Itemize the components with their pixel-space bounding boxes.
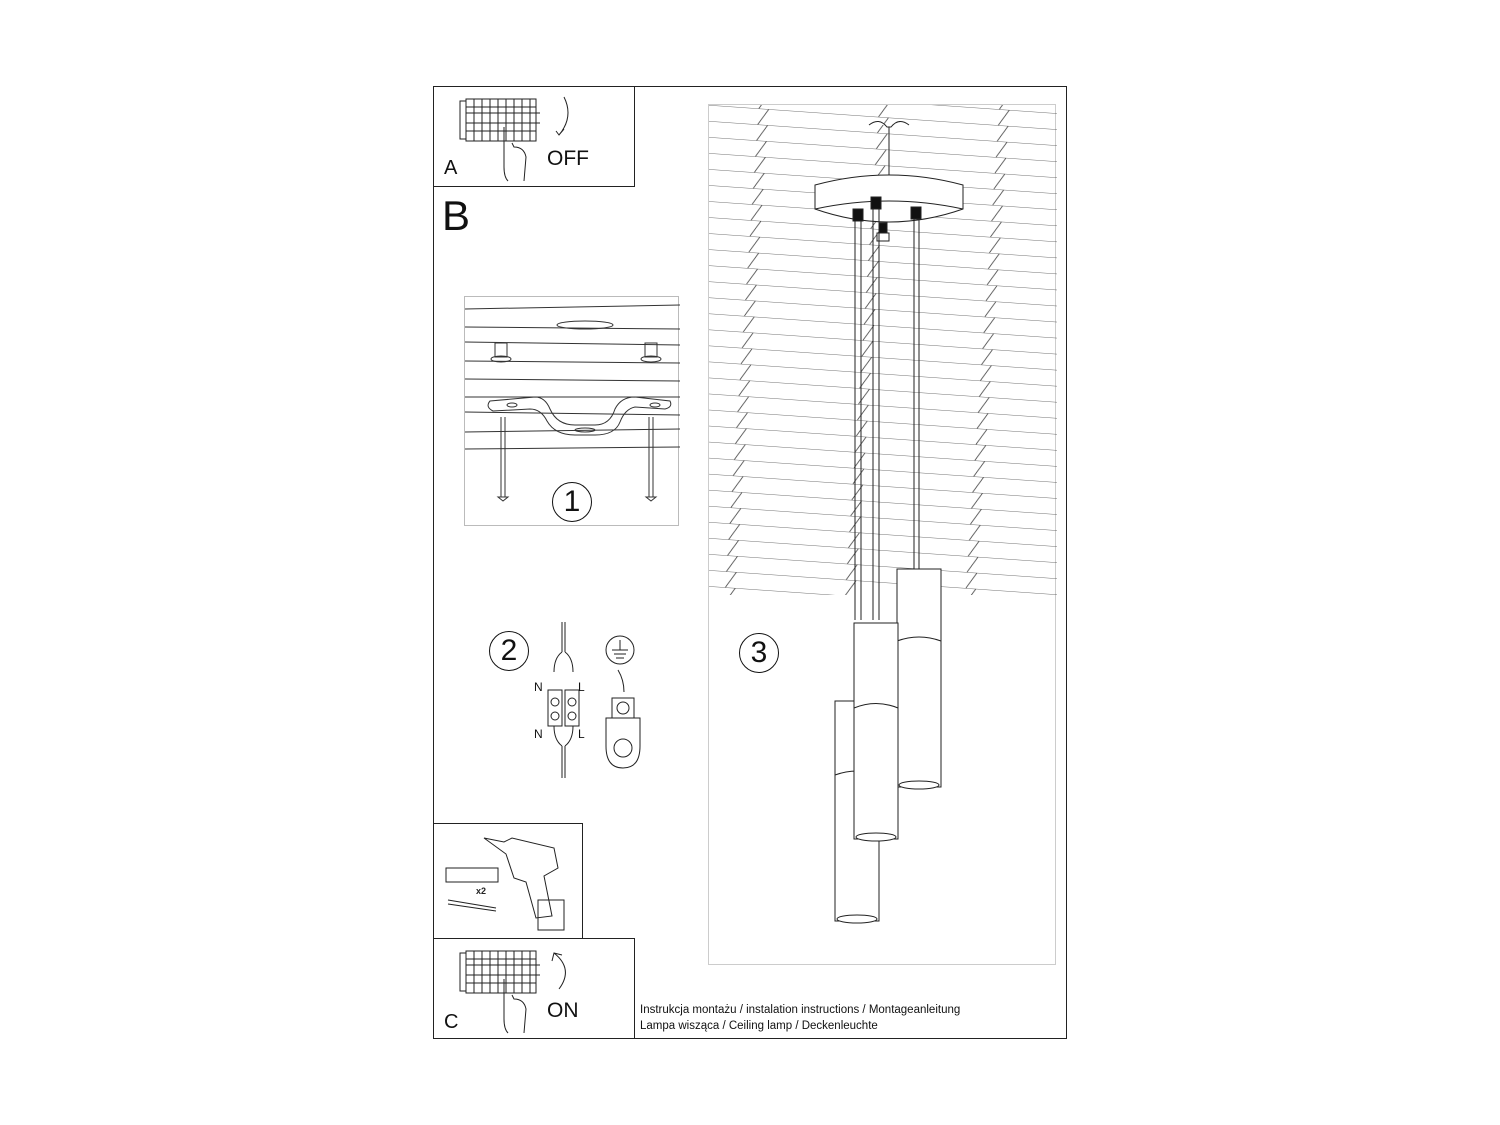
step-2-number: 2: [489, 631, 529, 671]
live-label-bottom: L: [578, 727, 585, 741]
step-a-label: A: [444, 157, 458, 179]
pendant-lamp-drawing: [709, 105, 1057, 924]
quantity-label: x2: [476, 886, 486, 896]
step-c-box: C ON: [433, 938, 635, 1039]
step-a-action: OFF: [547, 147, 589, 170]
step-b-label: B: [442, 192, 471, 239]
tools-box: x2: [433, 823, 583, 940]
caption-line-1: Instrukcja montażu / instalation instruc…: [640, 1004, 961, 1016]
ceiling-bracket-icon: [464, 304, 681, 502]
step-1-number: 1: [552, 482, 592, 522]
step-c-action: ON: [547, 999, 579, 1022]
step-3-number: 3: [739, 633, 779, 673]
neutral-label-top: N: [534, 680, 543, 694]
figure-3-pendant-lamp: 3: [708, 104, 1057, 965]
drill-and-anchors-icon: x2: [445, 837, 565, 931]
caption-line-2: Lampa wisząca / Ceiling lamp / Deckenleu…: [640, 1020, 878, 1032]
breaker-panel-on-icon: [459, 950, 566, 1034]
figure-1-bracket-mounting: 1: [464, 296, 681, 526]
step-a-box: A OFF: [433, 86, 635, 187]
instruction-sheet: [433, 86, 1067, 1039]
live-label-top: L: [578, 680, 585, 694]
step-c-label: C: [444, 1011, 459, 1033]
neutral-label-bottom: N: [534, 727, 543, 741]
breaker-panel-off-icon: [459, 96, 569, 182]
wiring-connector-icon: [547, 622, 641, 778]
